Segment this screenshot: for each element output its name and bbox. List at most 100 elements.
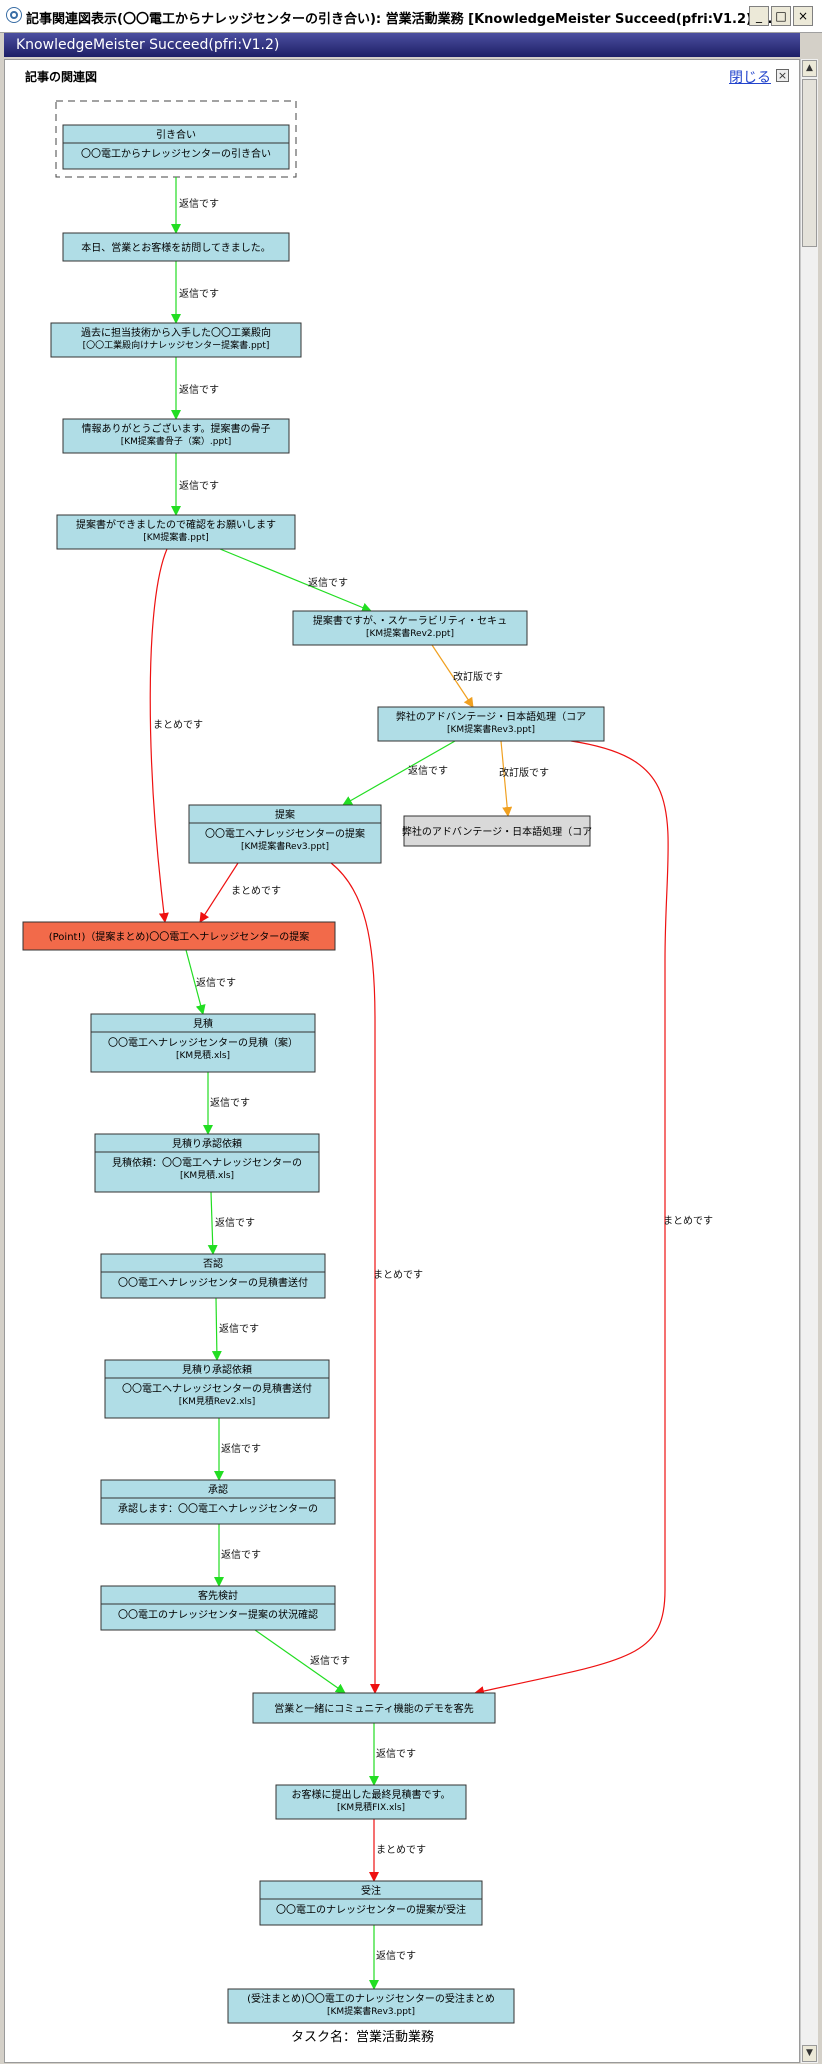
edge-summary-n9-n17: [330, 862, 380, 1694]
edge-label-n19-n20: 返信です: [376, 1950, 416, 1962]
node-text-n14: 〇〇電工へナレッジセンターの見積書送付: [122, 1382, 312, 1395]
edge-label-n12-n13: 返信です: [215, 1217, 255, 1229]
edge-label-n15-n16: 返信です: [221, 1549, 261, 1561]
node-title-n9: 提案: [275, 808, 295, 821]
scroll-thumb[interactable]: [802, 79, 817, 247]
app-icon: [6, 7, 22, 23]
scroll-up-icon[interactable]: ▲: [802, 60, 817, 77]
node-title-n16: 客先検討: [198, 1589, 238, 1602]
node-attachment-n20: [KM提案書Rev3.ppt]: [327, 2005, 415, 2017]
edge-label-n16-n17: 返信です: [310, 1655, 350, 1667]
close-link[interactable]: 閉じる: [729, 70, 771, 86]
node-text-n11: 〇〇電工へナレッジセンターの見積（案）: [108, 1036, 298, 1049]
edge-label-n6-n7: 改訂版です: [453, 670, 503, 683]
node-text-n7: 弊社のアドバンテージ・日本語処理（コア: [396, 710, 586, 723]
edge-reply-n5-n6: [219, 548, 372, 613]
edge-label-n13-n14: 返信です: [219, 1323, 259, 1335]
node-title-n15: 承認: [208, 1483, 228, 1496]
node-attachment-n6: [KM提案書Rev2.ppt]: [366, 627, 454, 639]
node-text-n8: 弊社のアドバンテージ・日本語処理（コア: [402, 825, 592, 838]
edge-summary-n5-n10: [149, 548, 169, 923]
edge-revision-n7-n8: [500, 740, 513, 817]
edge-reply-n10-n11: [185, 949, 206, 1015]
node-attachment-n9: [KM提案書Rev3.ppt]: [241, 840, 329, 852]
edge-label-n9-n10: まとめです: [231, 885, 281, 897]
node-box-n17: [252, 1692, 496, 1724]
node-attachment-n14: [KM見積Rev2.xls]: [179, 1395, 256, 1407]
window-title: 記事関連図表示(〇〇電工からナレッジセンターの引き合い): 営業活動業務 [Kn…: [26, 12, 778, 27]
node-attachment-n5: [KM提案書.ppt]: [143, 531, 209, 543]
node-box-n1: [62, 124, 290, 170]
node-box-n9: [188, 804, 382, 864]
node-box-n11: [90, 1013, 316, 1073]
node-text-n1: 〇〇電工からナレッジセンターの引き合い: [81, 147, 271, 160]
task-name: タスク名：営業活動業務: [291, 2030, 435, 2045]
node-box-n18: [275, 1784, 467, 1820]
section-title: 記事の関連図: [25, 70, 98, 84]
node-text-n6: 提案書ですが、・スケーラビリティ・セキュ: [313, 614, 507, 627]
node-box-n5: [56, 514, 296, 550]
relation-diagram: 返信です返信です返信です返信です返信ですまとめです改訂版です改訂版です返信ですま…: [22, 100, 713, 2024]
node-attachment-n18: [KM見積FIX.xls]: [337, 1801, 405, 1813]
edge-reply-n13-n14: [211, 1297, 222, 1361]
node-text-n18: お客様に提出した最終見積書です。: [292, 1788, 451, 1801]
edge-label-n14-n15: 返信です: [221, 1443, 261, 1455]
node-text-n9: 〇〇電工へナレッジセンターの提案: [205, 827, 365, 840]
node-title-n14: 見積り承認依頼: [182, 1363, 252, 1376]
edge-reply-n16-n17: [254, 1629, 346, 1694]
scroll-down-icon[interactable]: ▼: [802, 2045, 817, 2062]
node-text-n17: 営業と一緒にコミュニティ機能のデモを客先: [274, 1702, 473, 1715]
node-text-n4: 情報ありがとうございます。提案書の骨子: [82, 422, 271, 435]
node-box-n20: [227, 1988, 515, 2024]
node-box-n13: [100, 1253, 326, 1299]
edge-reply-n12-n13: [207, 1191, 218, 1255]
node-attachment-n11: [KM見積.xls]: [176, 1049, 230, 1061]
close-icon[interactable]: ×: [776, 69, 789, 82]
node-text-n13: 〇〇電工へナレッジセンターの見積書送付: [118, 1276, 308, 1289]
node-text-n19: 〇〇電工のナレッジセンターの提案が受注: [276, 1903, 466, 1916]
node-box-n14: [104, 1359, 330, 1419]
node-box-n8: [403, 815, 591, 847]
diagram-panel: 記事の関連図 閉じる × 返信です返信です返信です返信です返信ですまとめです改訂…: [4, 59, 800, 2063]
node-box-n7: [377, 706, 605, 742]
node-title-n11: 見積: [193, 1017, 213, 1030]
vertical-scrollbar[interactable]: ▲ ▼: [800, 59, 818, 2063]
edge-revision-n6-n7: [431, 644, 474, 708]
node-attachment-n7: [KM提案書Rev3.ppt]: [447, 723, 535, 735]
edge-label-n5-n10: まとめです: [153, 719, 203, 731]
node-box-n3: [50, 322, 302, 358]
minimize-button[interactable]: _: [749, 6, 769, 26]
node-text-n2: 本日、営業とお客様を訪問してきました。: [81, 241, 270, 254]
edge-summary-n7-n17: [474, 740, 669, 1696]
edge-label-n11-n12: 返信です: [210, 1097, 250, 1109]
node-box-n16: [100, 1585, 336, 1631]
node-attachment-n12: [KM見積.xls]: [180, 1169, 234, 1181]
node-box-n15: [100, 1479, 336, 1525]
node-title-n19: 受注: [361, 1884, 381, 1897]
node-title-n12: 見積り承認依頼: [172, 1137, 242, 1150]
app-header: KnowledgeMeister Succeed(pfri:V1.2): [4, 33, 800, 57]
maximize-button[interactable]: □: [771, 6, 791, 26]
window-close-button[interactable]: ×: [793, 6, 813, 26]
edge-label-n10-n11: 返信です: [196, 977, 236, 989]
node-title-n1: 引き合い: [156, 128, 196, 141]
node-title-n13: 否認: [203, 1257, 223, 1270]
edge-label-n4-n5: 返信です: [179, 480, 219, 492]
node-text-n15: 承認します：〇〇電工へナレッジセンターの: [118, 1502, 318, 1515]
node-text-n12: 見積依頼：〇〇電工へナレッジセンターの: [112, 1156, 302, 1169]
node-box-n12: [94, 1133, 320, 1193]
edge-label-n7-n8: 改訂版です: [499, 766, 549, 779]
edge-reply-n7-n9: [342, 740, 456, 806]
node-box-n10: [22, 921, 336, 951]
edge-label-n1-n2: 返信です: [179, 198, 219, 210]
node-box-n2: [62, 232, 290, 262]
node-box-n19: [259, 1880, 483, 1926]
node-text-n16: 〇〇電工のナレッジセンター提案の状況確認: [118, 1608, 318, 1621]
node-text-n3: 過去に担当技術から入手した〇〇工業殿向: [81, 326, 271, 339]
edge-summary-n9-n10: [199, 862, 239, 923]
edge-label-n17-n18: 返信です: [376, 1748, 416, 1760]
node-attachment-n4: [KM提案書骨子（案）.ppt]: [121, 435, 232, 447]
edge-label-n5-n6: 返信です: [308, 577, 348, 589]
node-box-n4: [62, 418, 290, 454]
node-text-n5: 提案書ができましたので確認をお願いします: [76, 518, 276, 531]
